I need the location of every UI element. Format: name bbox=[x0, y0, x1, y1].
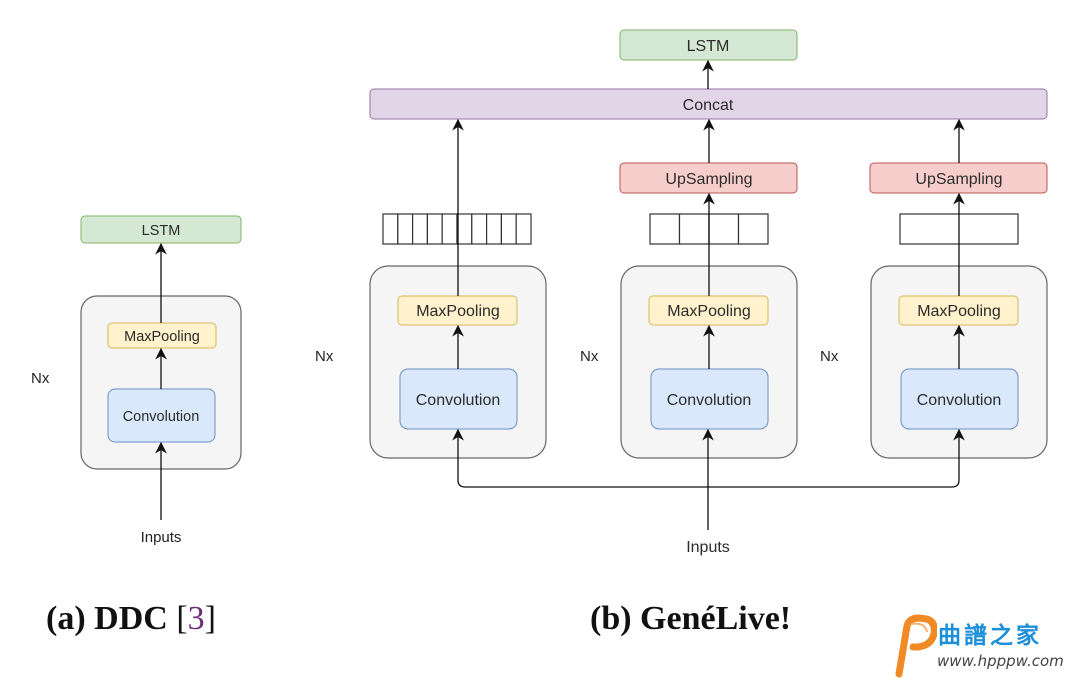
b-lstm-label: LSTM bbox=[687, 38, 730, 55]
p-logo-icon bbox=[895, 614, 937, 678]
maxpool-label: MaxPooling bbox=[416, 303, 500, 320]
diagram-a: LSTM MaxPooling Convolution Nx Inputs bbox=[31, 215, 242, 546]
a-conv-label: Convolution bbox=[123, 409, 200, 425]
buffer-cell bbox=[456, 213, 473, 245]
buffer-cell bbox=[426, 213, 443, 245]
a-lstm-label: LSTM bbox=[142, 223, 181, 239]
repeat-label: Nx bbox=[315, 348, 334, 365]
buffer-cell bbox=[382, 213, 399, 245]
repeat-label: Nx bbox=[580, 348, 599, 365]
caption-b-text: (b) GenéLive! bbox=[590, 600, 792, 637]
repeat-label: Nx bbox=[820, 348, 839, 365]
watermark-title: 曲譜之家 bbox=[938, 623, 1042, 649]
caption-a-text: (a) DDC bbox=[46, 600, 177, 637]
upsampling-label: UpSampling bbox=[665, 171, 752, 188]
watermark-url: www.hpppw.com bbox=[937, 652, 1064, 670]
feature-buffer bbox=[382, 213, 532, 245]
maxpool-label: MaxPooling bbox=[917, 303, 1001, 320]
conv-label: Convolution bbox=[917, 392, 1002, 409]
a-repeat-label: Nx bbox=[31, 370, 50, 387]
buffer-cell bbox=[515, 213, 532, 245]
watermark: 曲譜之家 www.hpppw.com bbox=[893, 612, 1073, 678]
upsampling-label: UpSampling bbox=[915, 171, 1002, 188]
buffer-cell bbox=[412, 213, 429, 245]
citation-link[interactable]: 3 bbox=[187, 600, 205, 637]
diagram-b: LSTM Concat MaxPoolingConvolutionNxMaxPo… bbox=[315, 29, 1048, 556]
buffer-cell bbox=[649, 213, 681, 245]
buffer-cell bbox=[500, 213, 517, 245]
maxpool-label: MaxPooling bbox=[667, 303, 751, 320]
caption-a-open: [ bbox=[176, 600, 188, 637]
caption-a: (a) DDC [3] bbox=[46, 600, 216, 638]
buffer-cell bbox=[708, 213, 740, 245]
conv-label: Convolution bbox=[416, 392, 501, 409]
caption-a-close: ] bbox=[204, 600, 216, 637]
buffer-cell bbox=[441, 213, 458, 245]
caption-b: (b) GenéLive! bbox=[590, 600, 791, 638]
buffer-cell bbox=[397, 213, 414, 245]
buffer-cell bbox=[486, 213, 503, 245]
a-maxpool-label: MaxPooling bbox=[124, 329, 200, 345]
buffer-cell bbox=[737, 213, 769, 245]
b-concat-label: Concat bbox=[683, 97, 734, 114]
buffer-cell bbox=[678, 213, 710, 245]
b-input-label: Inputs bbox=[686, 539, 730, 556]
feature-buffer bbox=[649, 213, 769, 245]
conv-label: Convolution bbox=[667, 392, 752, 409]
buffer-cell bbox=[471, 213, 488, 245]
a-input-label: Inputs bbox=[141, 529, 182, 546]
